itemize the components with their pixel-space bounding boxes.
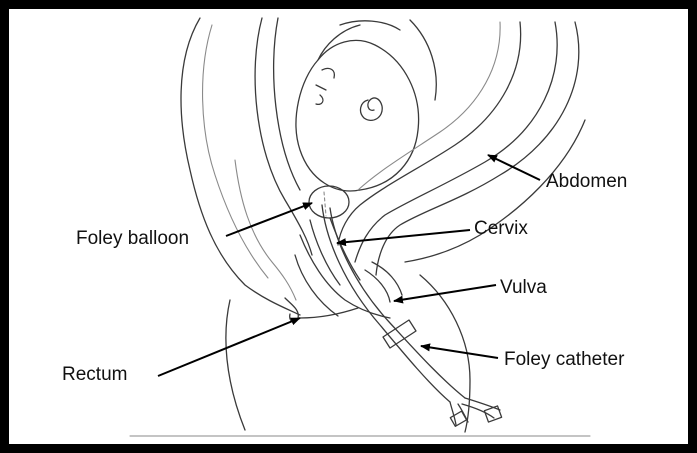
vaginal-canal-top <box>300 235 390 318</box>
foley-balloon-arrow <box>226 203 312 236</box>
foley-balloon-label: Foley balloon <box>76 228 189 249</box>
fetal-ear <box>361 98 383 120</box>
buttock-contour <box>226 300 245 430</box>
fetal-body <box>340 20 436 100</box>
rectum-shape <box>285 298 298 322</box>
cervix-arrow <box>337 230 470 243</box>
vulva-arrow <box>394 285 496 301</box>
uterus-outer <box>255 18 312 255</box>
back-contour <box>181 18 300 315</box>
abdomen-arrow <box>488 155 540 180</box>
vulva-shape <box>365 262 402 302</box>
balloon-dash <box>324 192 326 216</box>
vaginal-canal-bottom <box>295 255 338 316</box>
thigh-contour <box>420 275 470 432</box>
vulva-label: Vulva <box>500 277 547 298</box>
fetal-face <box>316 25 360 104</box>
foley-balloon-shape <box>309 186 349 218</box>
rectum-label: Rectum <box>62 364 127 385</box>
cervix-label: Cervix <box>474 218 528 239</box>
foley-catheter-label: Foley catheter <box>504 349 625 370</box>
fetal-head <box>296 40 419 191</box>
uterine-wall-front <box>338 22 521 245</box>
rectum-arrow <box>158 318 300 376</box>
abdomen-label: Abdomen <box>546 171 627 192</box>
labels: Abdomen Foley balloon Cervix Vulva Rectu… <box>62 171 627 385</box>
uterus-inner <box>274 18 300 190</box>
foley-catheter-arrow <box>421 346 498 358</box>
